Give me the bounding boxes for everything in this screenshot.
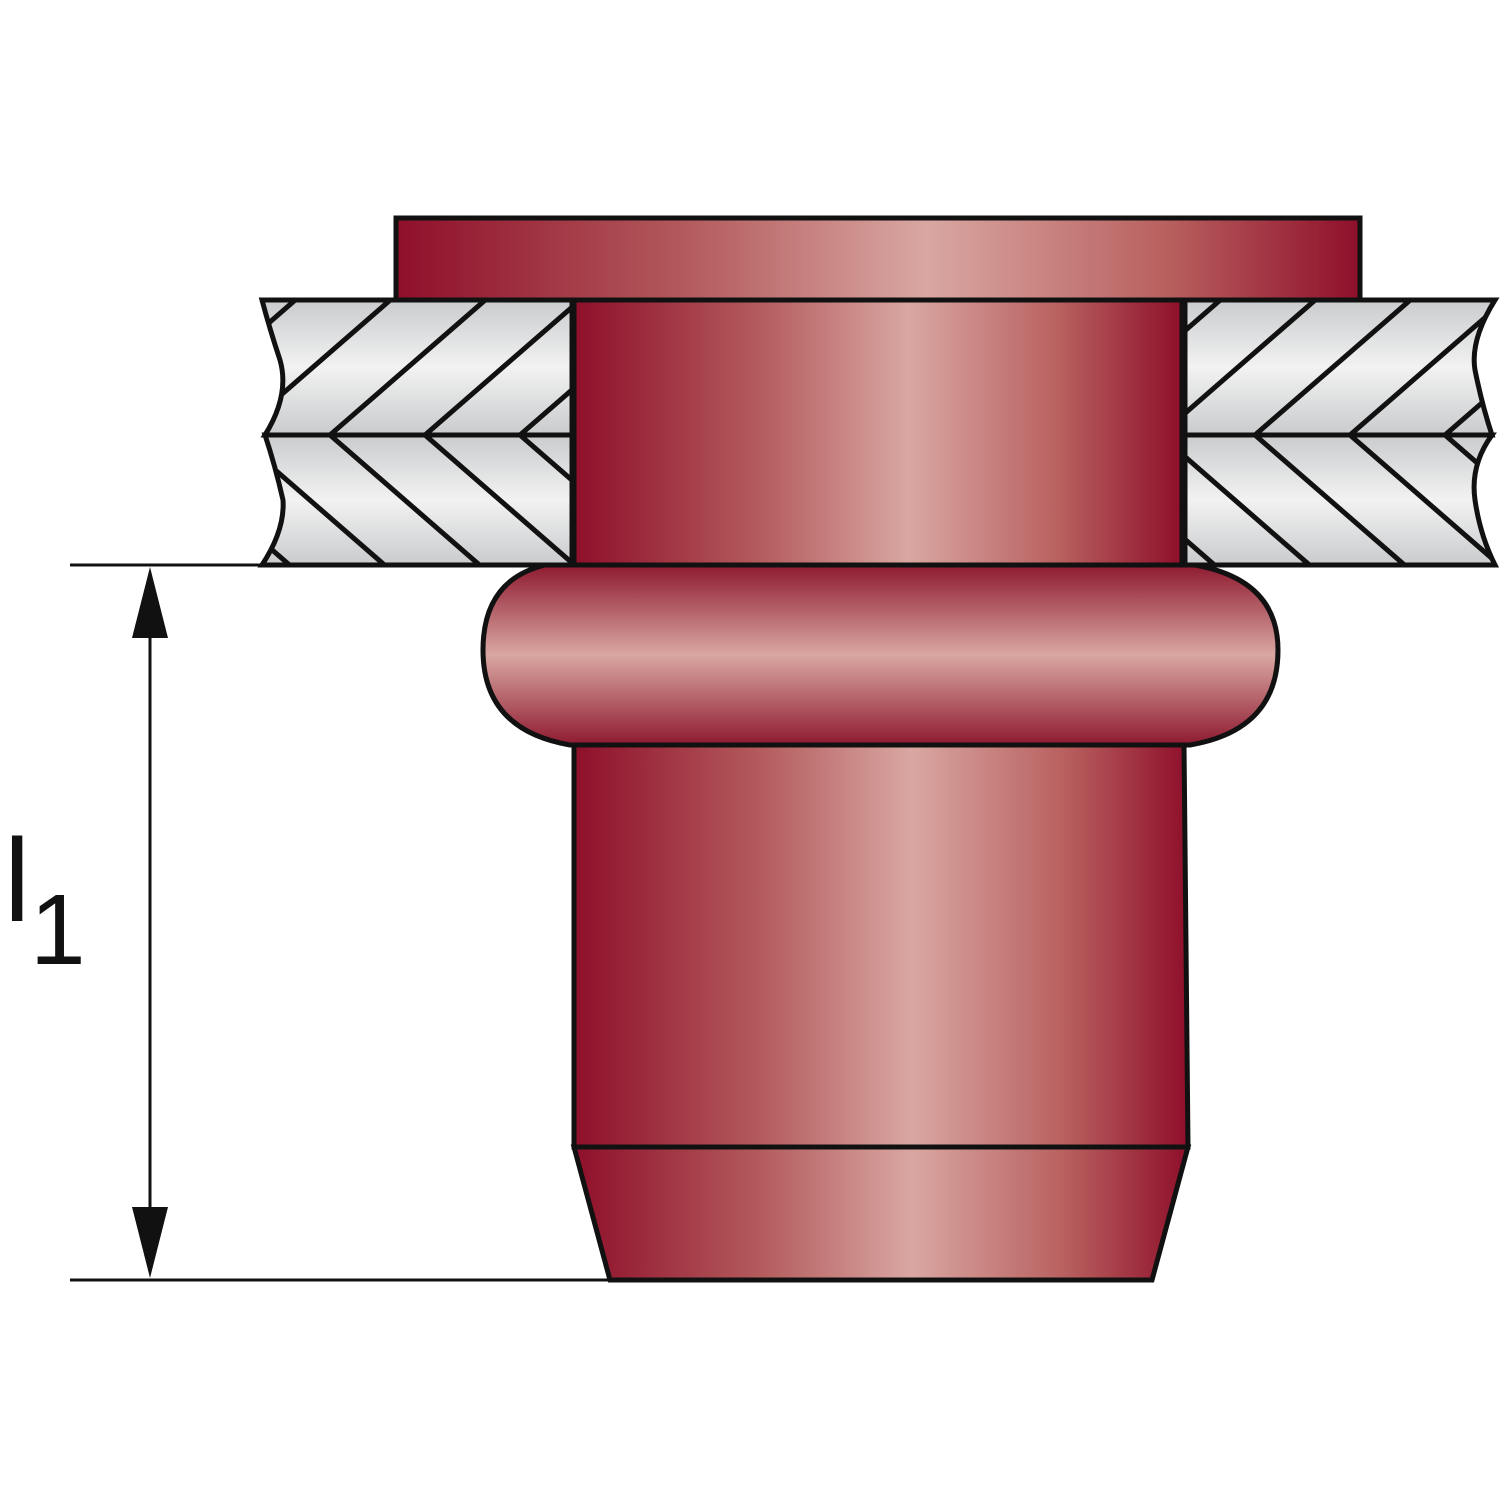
hatch-line	[423, 435, 572, 565]
rivet-lower-shank	[571, 742, 1191, 1150]
hatch-line	[328, 300, 487, 435]
hatch-line	[262, 300, 392, 435]
hatch-line	[518, 435, 572, 565]
hatch-line	[1253, 300, 1412, 435]
rivet-flange	[393, 215, 1363, 303]
hatch-line	[1185, 435, 1312, 565]
hatch-line	[1348, 300, 1495, 435]
arrow-down-icon	[132, 1207, 168, 1278]
hatch-line	[1443, 435, 1495, 565]
hatch-line	[45, 435, 195, 565]
dimension-subscript: 1	[30, 874, 86, 986]
hatch-line	[0, 435, 100, 565]
hatch-line	[0, 300, 10, 435]
hatch-right-bottom	[1185, 435, 1495, 565]
hatch-line	[45, 300, 200, 435]
hatch-line	[262, 300, 297, 435]
hatch-line	[0, 435, 5, 565]
hatch-line	[423, 300, 572, 435]
hatch-line	[518, 300, 572, 435]
hatch-line	[1185, 300, 1222, 435]
hatch-line	[0, 300, 105, 435]
hatch-line	[1185, 435, 1217, 565]
hatch-left-bottom	[0, 435, 572, 565]
hatch-line	[1348, 435, 1495, 565]
arrow-up-icon	[132, 567, 168, 638]
rivet-chamfer	[570, 1144, 1192, 1283]
hatch-line	[328, 435, 482, 565]
rivet-bulge	[480, 562, 1281, 748]
hatch-line	[262, 435, 292, 565]
left-bottom-plate	[257, 432, 575, 568]
right-bottom-plate	[1182, 432, 1500, 568]
dimension-label: l	[4, 815, 31, 947]
rivet-upper-shank	[571, 297, 1185, 568]
hatch-line	[1253, 435, 1407, 565]
hatch-line	[1443, 300, 1495, 435]
rivet-nut	[393, 215, 1363, 1283]
dimension-l1	[70, 563, 610, 1282]
sheet-plates	[0, 297, 1500, 568]
hatch-right-top	[1185, 300, 1495, 435]
hatch-line	[262, 435, 387, 565]
right-top-plate	[1182, 297, 1500, 438]
